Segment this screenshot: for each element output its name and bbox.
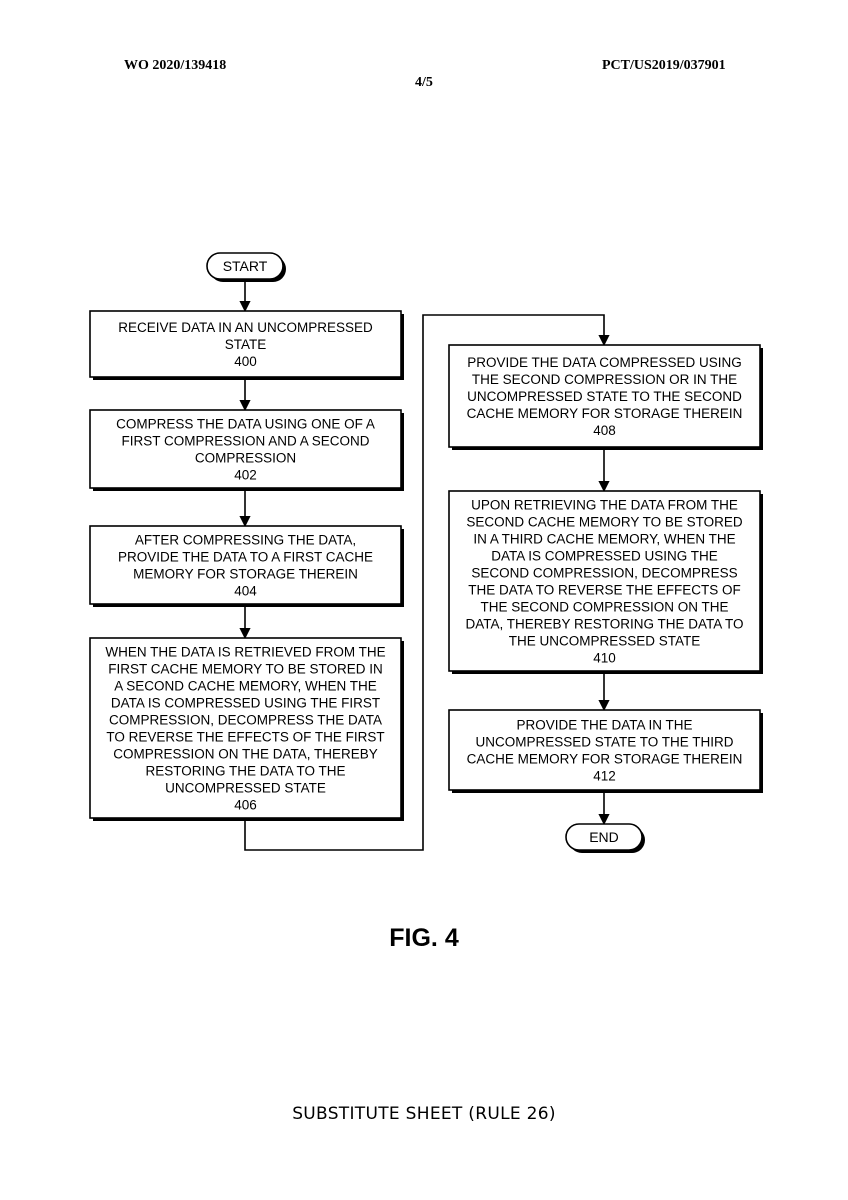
step-text-line: PROVIDE THE DATA COMPRESSED USING	[467, 355, 742, 370]
step-text-line: SECOND CACHE MEMORY TO BE STORED	[466, 515, 743, 530]
step-text-line: THE SECOND COMPRESSION ON THE	[480, 600, 728, 615]
step-text-line: IN A THIRD CACHE MEMORY, WHEN THE	[473, 532, 735, 547]
process-step-400: RECEIVE DATA IN AN UNCOMPRESSED STATE 400	[89, 310, 404, 380]
sheet-footer: SUBSTITUTE SHEET (RULE 26)	[292, 1104, 556, 1124]
step-text-line: CACHE MEMORY FOR STORAGE THEREIN	[467, 406, 743, 421]
step-text-line: COMPRESSION, DECOMPRESS THE DATA	[109, 713, 382, 728]
process-step-410: UPON RETRIEVING THE DATA FROM THE SECOND …	[448, 490, 763, 674]
start-terminal: START	[206, 252, 286, 282]
start-terminal-label: START	[223, 258, 268, 274]
step-text-line: COMPRESSION ON THE DATA, THEREBY	[113, 747, 378, 762]
step-text-line: TO REVERSE THE EFFECTS OF THE FIRST	[106, 730, 384, 745]
step-number: 408	[593, 423, 616, 438]
end-terminal: END	[565, 823, 645, 853]
step-text-line: DATA IS COMPRESSED USING THE FIRST	[111, 696, 380, 711]
step-number: 400	[234, 354, 257, 369]
step-text-line: THE UNCOMPRESSED STATE	[509, 634, 701, 649]
step-number: 412	[593, 769, 616, 784]
step-text-line: FIRST COMPRESSION AND A SECOND	[121, 434, 369, 449]
step-number: 404	[234, 584, 257, 599]
step-text-line: UPON RETRIEVING THE DATA FROM THE	[471, 498, 738, 513]
figure-label: FIG. 4	[389, 924, 459, 952]
process-step-402: COMPRESS THE DATA USING ONE OF A FIRST CO…	[89, 409, 404, 491]
step-number: 410	[593, 651, 616, 666]
step-text-line: AFTER COMPRESSING THE DATA,	[135, 533, 356, 548]
sheet-number: 4/5	[415, 75, 433, 90]
step-text-line: COMPRESSION	[195, 451, 296, 466]
step-text-line: WHEN THE DATA IS RETRIEVED FROM THE	[105, 645, 385, 660]
step-text-line: RESTORING THE DATA TO THE	[145, 764, 345, 779]
application-number: PCT/US2019/037901	[602, 58, 726, 73]
step-number: 406	[234, 798, 257, 813]
step-text-line: RECEIVE DATA IN AN UNCOMPRESSED	[118, 320, 373, 335]
publication-number: WO 2020/139418	[124, 58, 227, 73]
process-step-412: PROVIDE THE DATA IN THE UNCOMPRESSED STAT…	[448, 709, 763, 793]
step-text-line: UNCOMPRESSED STATE TO THE SECOND	[467, 389, 742, 404]
step-text-line: DATA IS COMPRESSED USING THE	[491, 549, 718, 564]
step-text-line: A SECOND CACHE MEMORY, WHEN THE	[114, 679, 377, 694]
step-text-line: DATA, THEREBY RESTORING THE DATA TO	[465, 617, 743, 632]
step-text-line: COMPRESS THE DATA USING ONE OF A	[116, 417, 375, 432]
step-text-line: UNCOMPRESSED STATE TO THE THIRD	[475, 735, 733, 750]
step-text-line: PROVIDE THE DATA IN THE	[516, 718, 692, 733]
end-terminal-label: END	[589, 829, 619, 845]
step-text-line: STATE	[225, 337, 267, 352]
step-text-line: THE DATA TO REVERSE THE EFFECTS OF	[468, 583, 741, 598]
step-text-line: SECOND COMPRESSION, DECOMPRESS	[471, 566, 737, 581]
step-text-line: MEMORY FOR STORAGE THEREIN	[133, 567, 358, 582]
flow-connectors	[239, 279, 610, 851]
process-step-406: WHEN THE DATA IS RETRIEVED FROM THE FIRST…	[89, 637, 404, 821]
step-number: 402	[234, 468, 257, 483]
step-text-line: FIRST CACHE MEMORY TO BE STORED IN	[108, 662, 383, 677]
step-text-line: UNCOMPRESSED STATE	[165, 781, 326, 796]
arrow-406-to-408	[244, 314, 610, 851]
step-text-line: PROVIDE THE DATA TO A FIRST CACHE	[118, 550, 373, 565]
step-text-line: THE SECOND COMPRESSION OR IN THE	[472, 372, 737, 387]
flow-nodes: START END RECEIVE DATA IN AN UNCOMPRESSED S…	[89, 252, 763, 853]
step-text-line: CACHE MEMORY FOR STORAGE THEREIN	[467, 752, 743, 767]
process-step-408: PROVIDE THE DATA COMPRESSED USING THE SEC…	[448, 344, 763, 450]
process-step-404: AFTER COMPRESSING THE DATA, PROVIDE THE D…	[89, 525, 404, 607]
